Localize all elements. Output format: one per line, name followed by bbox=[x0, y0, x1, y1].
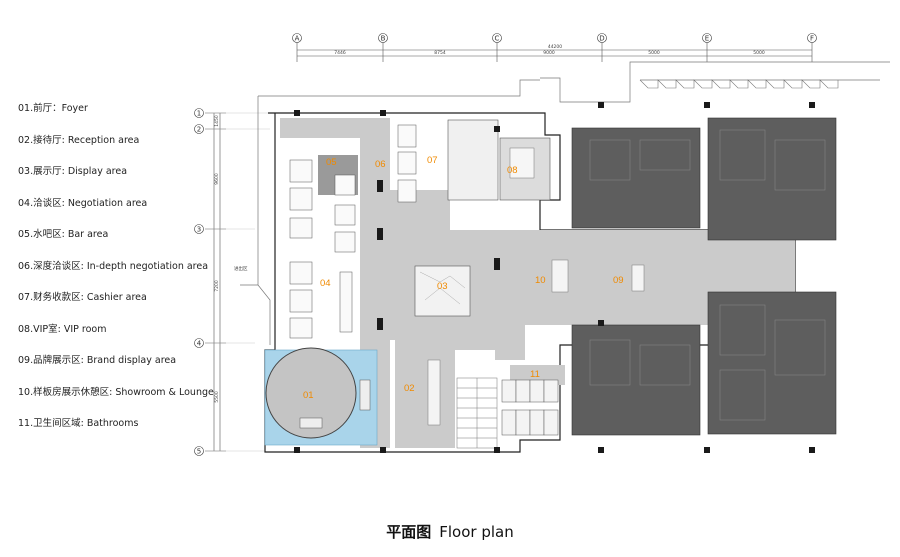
dimension-row-3-4: 7200 bbox=[214, 280, 220, 292]
cashier-room bbox=[447, 119, 499, 201]
room-label-01: 01 bbox=[303, 390, 314, 401]
grid-column-c: C bbox=[495, 35, 500, 43]
brand-display-table bbox=[631, 264, 645, 292]
grid-column-a: A bbox=[295, 35, 300, 43]
column-grid-bubbles bbox=[292, 33, 817, 43]
indepth-negotiation-tables bbox=[339, 124, 417, 333]
legend-item-bathrooms: 11.卫生间区域: Bathrooms bbox=[18, 418, 139, 429]
left-dimension-chain bbox=[205, 112, 270, 452]
grid-row-4: 4 bbox=[197, 340, 202, 348]
room-label-02: 02 bbox=[404, 383, 415, 394]
dimension-span-ab: 7446 bbox=[334, 50, 346, 56]
room-label-07: 07 bbox=[427, 155, 438, 166]
caption-chinese: 平面图 bbox=[386, 523, 432, 541]
dimension-span-bc: 8754 bbox=[434, 50, 446, 56]
legend-item-cashier: 07.财务收款区: Cashier area bbox=[18, 292, 147, 303]
apartment-showrooms bbox=[571, 117, 837, 436]
room-label-03: 03 bbox=[437, 281, 448, 292]
legend-item-reception: 02.接待厅: Reception area bbox=[18, 134, 140, 146]
legend-item-indepth-negotiation: 06.深度洽谈区: In-depth negotiation area bbox=[18, 260, 209, 272]
legend-item-foyer: 01.前厅：Foyer bbox=[18, 103, 88, 114]
room-label-10: 10 bbox=[535, 275, 546, 286]
dimension-row-4-5: 5500 bbox=[214, 391, 220, 403]
bathroom-stalls bbox=[501, 379, 559, 436]
row-grid-bubbles bbox=[194, 108, 204, 456]
room-label-09: 09 bbox=[613, 275, 624, 286]
grid-row-2: 2 bbox=[197, 126, 201, 134]
foyer-round-room bbox=[265, 347, 357, 439]
legend-list: 01.前厅：Foyer 02.接待厅: Reception area 03.展示… bbox=[18, 101, 218, 448]
staircase bbox=[456, 377, 498, 449]
foyer-bench bbox=[359, 379, 371, 411]
dimension-span-ef: 5000 bbox=[753, 50, 765, 56]
room-label-08: 08 bbox=[507, 165, 518, 176]
roof-edge-sawtooth bbox=[639, 79, 839, 89]
grid-column-d: D bbox=[599, 35, 604, 43]
grid-column-f: F bbox=[810, 35, 814, 43]
structural-columns bbox=[294, 102, 815, 453]
legend-item-showroom-lounge: 10.样板房展示休憩区: Showroom & Lounge bbox=[18, 386, 214, 398]
apartment-interior-lines bbox=[589, 129, 826, 421]
grid-column-b: B bbox=[381, 35, 386, 43]
grid-row-1: 1 bbox=[197, 110, 201, 118]
model-map-lines bbox=[419, 271, 466, 305]
drawing-caption: 平面图 Floor plan bbox=[0, 521, 900, 542]
negotiation-tables bbox=[289, 159, 356, 339]
legend-item-negotiation: 04.洽谈区: Negotiation area bbox=[18, 197, 148, 209]
legend-item-bar: 05.水吧区: Bar area bbox=[18, 229, 109, 240]
legend-item-brand-display: 09.品牌展示区: Brand display area bbox=[18, 355, 177, 366]
legend-item-display: 03.展示厅: Display area bbox=[18, 166, 128, 177]
caption-english: Floor plan bbox=[439, 523, 514, 541]
site-outline bbox=[240, 61, 890, 345]
top-dimension-chain bbox=[296, 40, 813, 62]
entrance-note: 进出区 bbox=[234, 265, 248, 272]
room-label-04: 04 bbox=[320, 278, 331, 289]
grid-row-3: 3 bbox=[197, 226, 201, 234]
lounge-table bbox=[551, 259, 569, 293]
grid-row-5: 5 bbox=[197, 448, 201, 456]
dimension-row-2-3: 9600 bbox=[214, 173, 220, 185]
foyer-desk bbox=[299, 417, 323, 429]
reception-counter bbox=[427, 359, 441, 426]
dimension-span-de: 5000 bbox=[648, 50, 660, 56]
vip-table bbox=[509, 147, 535, 179]
room-label-06: 06 bbox=[375, 159, 386, 170]
dimension-total: 44200 bbox=[548, 44, 562, 50]
dimension-span-cd: 9000 bbox=[543, 50, 555, 56]
room-label-05: 05 bbox=[326, 157, 337, 168]
legend-item-vip: 08.VIP室: VIP room bbox=[18, 323, 107, 335]
room-label-11: 11 bbox=[530, 369, 540, 380]
grid-column-e: E bbox=[705, 35, 709, 43]
dimension-row-1-2: 1450 bbox=[214, 115, 220, 127]
